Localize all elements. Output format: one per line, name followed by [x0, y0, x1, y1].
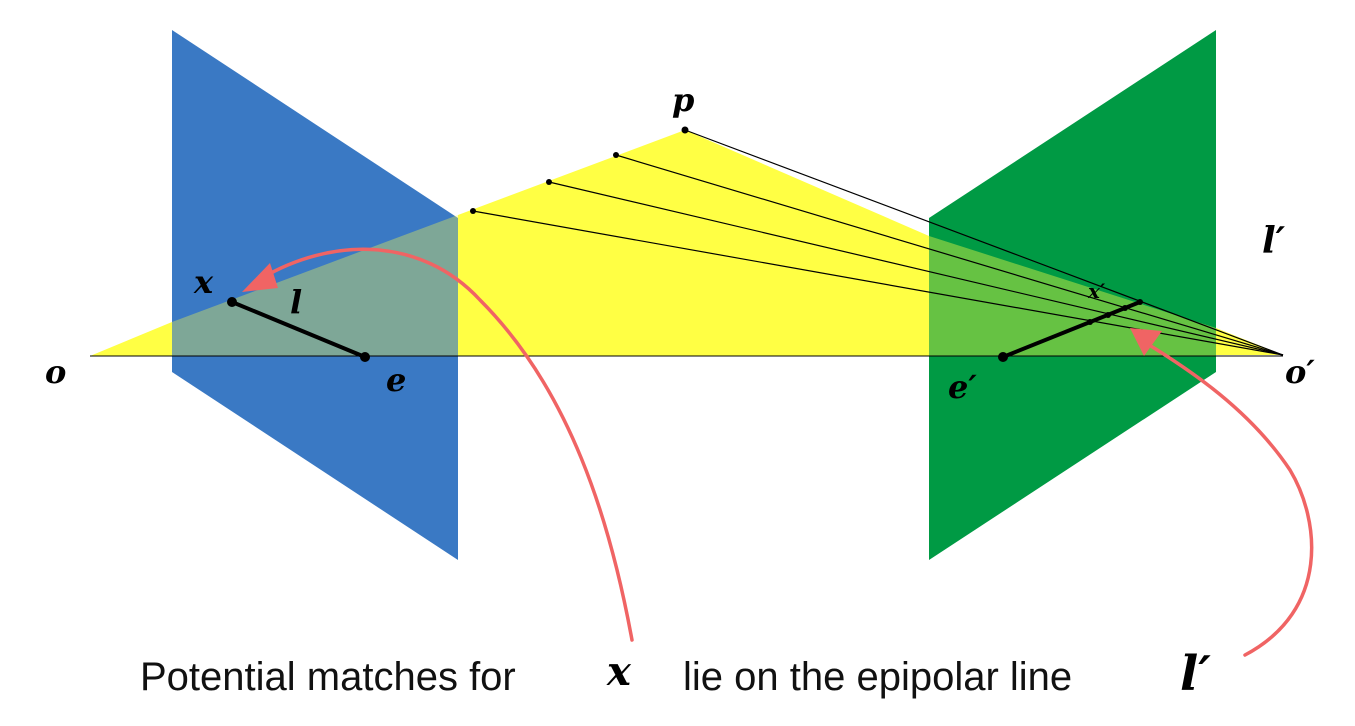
label-o: o: [45, 353, 66, 391]
point-e-prime: [998, 352, 1008, 362]
caption-var-l-prime: l′: [1180, 646, 1211, 702]
point-e: [360, 352, 370, 362]
ray-to-p: [684, 129, 1284, 356]
projection-point-1: [1087, 319, 1093, 325]
epipolar-plane-left-segment: [90, 322, 172, 356]
label-l-prime: l′: [1262, 220, 1286, 262]
annotation-arrowhead-x: [242, 263, 278, 292]
label-e-prime: e′: [948, 368, 977, 406]
projection-point-4: [1137, 299, 1143, 305]
candidate-point-2: [613, 152, 619, 158]
epipolar-line-l-prime: [1002, 300, 1141, 359]
right-image-plane: [929, 30, 1216, 560]
label-o-prime: o′: [1285, 353, 1315, 391]
candidate-point-4: [470, 208, 476, 214]
candidate-point-3: [546, 179, 552, 185]
caption-var-x: x: [606, 648, 632, 695]
point-p: [681, 126, 689, 134]
point-x: [227, 297, 237, 307]
label-p: p: [672, 81, 694, 119]
epipolar-line-l: [231, 300, 366, 359]
ray-to-candidate-3: [548, 181, 1284, 356]
label-e: e: [386, 361, 406, 399]
projection-point-3: [1122, 305, 1128, 311]
left-image-plane: [172, 30, 458, 560]
ray-to-candidate-2: [615, 154, 1284, 356]
label-x: x: [193, 263, 214, 301]
annotation-arrow-to-x: [260, 247, 634, 642]
annotation-arrowhead-l-prime: [1130, 328, 1162, 356]
epipolar-plane-middle-segment: [458, 130, 929, 356]
caption-text-1: Potential matches for: [140, 655, 516, 699]
label-x-prime: x′: [1087, 279, 1106, 303]
caption-text-2: lie on the epipolar line: [683, 655, 1072, 699]
label-l: l: [290, 283, 302, 321]
projection-point-2: [1105, 312, 1111, 318]
annotation-arrow-to-l-prime: [1144, 341, 1314, 657]
epipolar-plane-through-right-plane: [929, 236, 1216, 356]
